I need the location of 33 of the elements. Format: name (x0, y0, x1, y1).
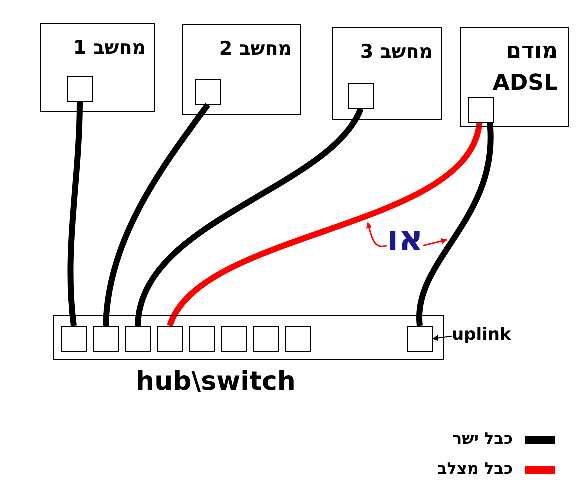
port-box (157, 326, 183, 352)
device-label: hub\switch (136, 368, 296, 397)
port-box (93, 326, 119, 352)
legend-label: כבל ישר (452, 430, 513, 448)
port-box (67, 76, 93, 102)
callout-label: או (387, 222, 424, 256)
port-box (348, 83, 374, 109)
device-label: מחשב 3 (360, 42, 433, 63)
port-box (61, 326, 87, 352)
computer-box (332, 27, 442, 120)
cable (68, 102, 83, 326)
device-label: מחשב 1 (73, 38, 146, 59)
port-box (285, 326, 311, 352)
port-box (253, 326, 279, 352)
port-box (221, 326, 247, 352)
pointer-arrow (432, 335, 452, 342)
legend-label: כבל מצלב (437, 460, 513, 478)
cable (167, 122, 483, 328)
port-box (407, 326, 433, 352)
port-box (189, 326, 215, 352)
port-box (195, 79, 221, 105)
device-label: מודם ADSL (492, 38, 558, 98)
device-label: מחשב 2 (219, 39, 292, 60)
modem-box (460, 27, 569, 127)
port-box (468, 97, 494, 123)
cable (103, 103, 210, 326)
computer-box (40, 23, 155, 112)
pointer-arrow (423, 238, 448, 247)
callout-label: uplink (452, 327, 512, 344)
port-box (125, 326, 151, 352)
cable (135, 108, 364, 326)
computer-box (182, 24, 301, 115)
cable (416, 122, 494, 326)
